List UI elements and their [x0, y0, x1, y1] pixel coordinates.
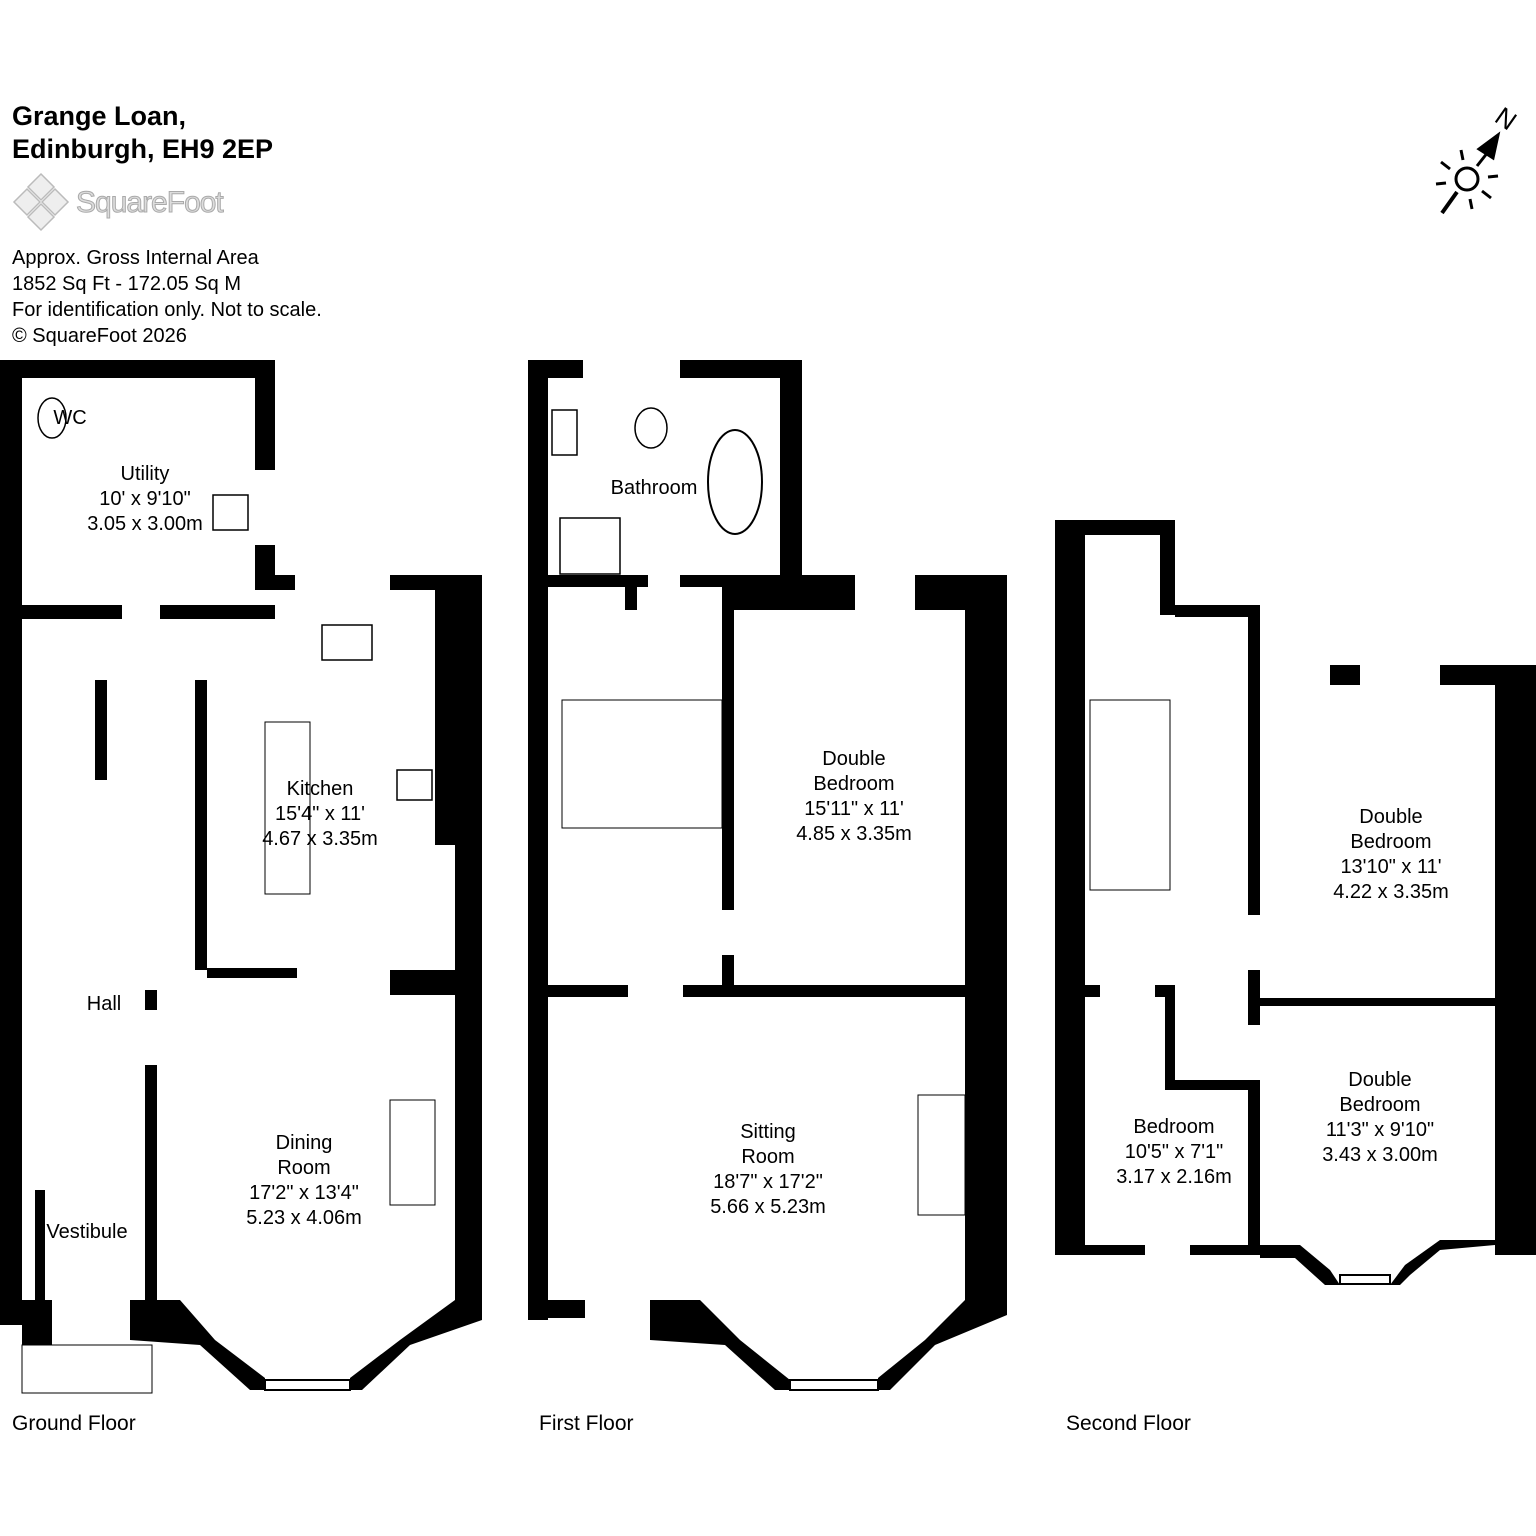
room-name: Kitchen [286, 778, 354, 800]
floor-label-ground: Ground Floor [12, 1412, 136, 1435]
area-value: 1852 Sq Ft - 172.05 Sq M [12, 273, 242, 295]
room-size-metric: 3.43 x 3.00m [1322, 1144, 1438, 1166]
room-name: Bedroom [813, 773, 895, 795]
room-size-metric: 4.22 x 3.35m [1333, 881, 1449, 903]
room-size-metric: 4.85 x 3.35m [796, 823, 912, 845]
room-label-wc: WC [53, 406, 86, 431]
area-info: Approx. Gross Internal Area 1852 Sq Ft -… [12, 245, 322, 349]
logo-text: SquareFoot [76, 186, 225, 220]
room-name: Double [1359, 806, 1423, 828]
address-line-1: Grange Loan, [12, 101, 187, 131]
room-name: Utility [120, 463, 170, 485]
floor-label-first: First Floor [539, 1412, 634, 1435]
room-name: Bedroom [1133, 1116, 1215, 1138]
squarefoot-logo-icon [12, 172, 70, 232]
room-name: Double [1348, 1069, 1412, 1091]
room-label-sitting-room: Sitting Room 18'7" x 17'2" 5.66 x 5.23m [710, 1120, 826, 1220]
area-label: Approx. Gross Internal Area [12, 247, 259, 269]
first-floor-walls [528, 360, 1007, 1391]
room-label-second-floor-double-bedroom-rear: Double Bedroom 13'10" x 11' 4.22 x 3.35m [1333, 805, 1449, 905]
compass-icon [1435, 131, 1501, 215]
room-name: Room [741, 1146, 795, 1168]
disclaimer: For identification only. Not to scale. [12, 299, 322, 321]
room-size-imperial: 17'2" x 13'4" [249, 1182, 359, 1204]
room-name: Double [822, 748, 886, 770]
room-label-second-floor-double-bedroom-front: Double Bedroom 11'3" x 9'10" 3.43 x 3.00… [1322, 1068, 1438, 1168]
room-size-metric: 5.66 x 5.23m [710, 1196, 826, 1218]
room-label-utility: Utility 10' x 9'10" 3.05 x 3.00m [87, 462, 203, 537]
room-size-imperial: 15'4" x 11' [275, 803, 365, 825]
room-label-second-floor-bedroom: Bedroom 10'5" x 7'1" 3.17 x 2.16m [1116, 1115, 1232, 1190]
room-name: WC [53, 407, 87, 429]
property-address: Grange Loan, Edinburgh, EH9 2EP [12, 100, 273, 166]
room-size-imperial: 13'10" x 11' [1340, 856, 1442, 878]
room-size-imperial: 10'5" x 7'1" [1124, 1141, 1224, 1163]
room-label-bathroom: Bathroom [611, 476, 698, 501]
squarefoot-logo: SquareFoot [12, 172, 225, 234]
room-name: Hall [86, 993, 122, 1015]
room-size-imperial: 18'7" x 17'2" [713, 1171, 823, 1193]
room-size-metric: 4.67 x 3.35m [262, 828, 378, 850]
copyright: © SquareFoot 2026 [12, 325, 187, 347]
room-size-imperial: 10' x 9'10" [99, 488, 191, 510]
room-name: Bedroom [1350, 831, 1432, 853]
room-name: Dining [275, 1132, 333, 1154]
room-size-imperial: 11'3" x 9'10" [1325, 1119, 1435, 1141]
north-label: N [1490, 101, 1523, 136]
address-line-2: Edinburgh, EH9 2EP [12, 134, 274, 164]
ground-floor-walls [0, 360, 482, 1394]
room-size-metric: 3.17 x 2.16m [1116, 1166, 1232, 1188]
room-name: Room [277, 1157, 331, 1179]
room-name: Vestibule [46, 1221, 128, 1243]
room-label-first-floor-double-bedroom: Double Bedroom 15'11" x 11' 4.85 x 3.35m [796, 747, 912, 847]
room-label-vestibule: Vestibule [46, 1220, 127, 1245]
room-size-metric: 5.23 x 4.06m [246, 1207, 362, 1229]
room-label-kitchen: Kitchen 15'4" x 11' 4.67 x 3.35m [262, 777, 378, 852]
room-name: Bathroom [610, 477, 698, 499]
room-size-metric: 3.05 x 3.00m [87, 513, 203, 535]
floor-label-second: Second Floor [1066, 1412, 1191, 1435]
room-size-imperial: 15'11" x 11' [804, 798, 904, 820]
room-label-dining-room: Dining Room 17'2" x 13'4" 5.23 x 4.06m [246, 1131, 362, 1231]
second-floor-walls [1055, 520, 1536, 1285]
room-name: Sitting [740, 1121, 796, 1143]
room-label-hall: Hall [87, 992, 121, 1017]
room-name: Bedroom [1339, 1094, 1421, 1116]
